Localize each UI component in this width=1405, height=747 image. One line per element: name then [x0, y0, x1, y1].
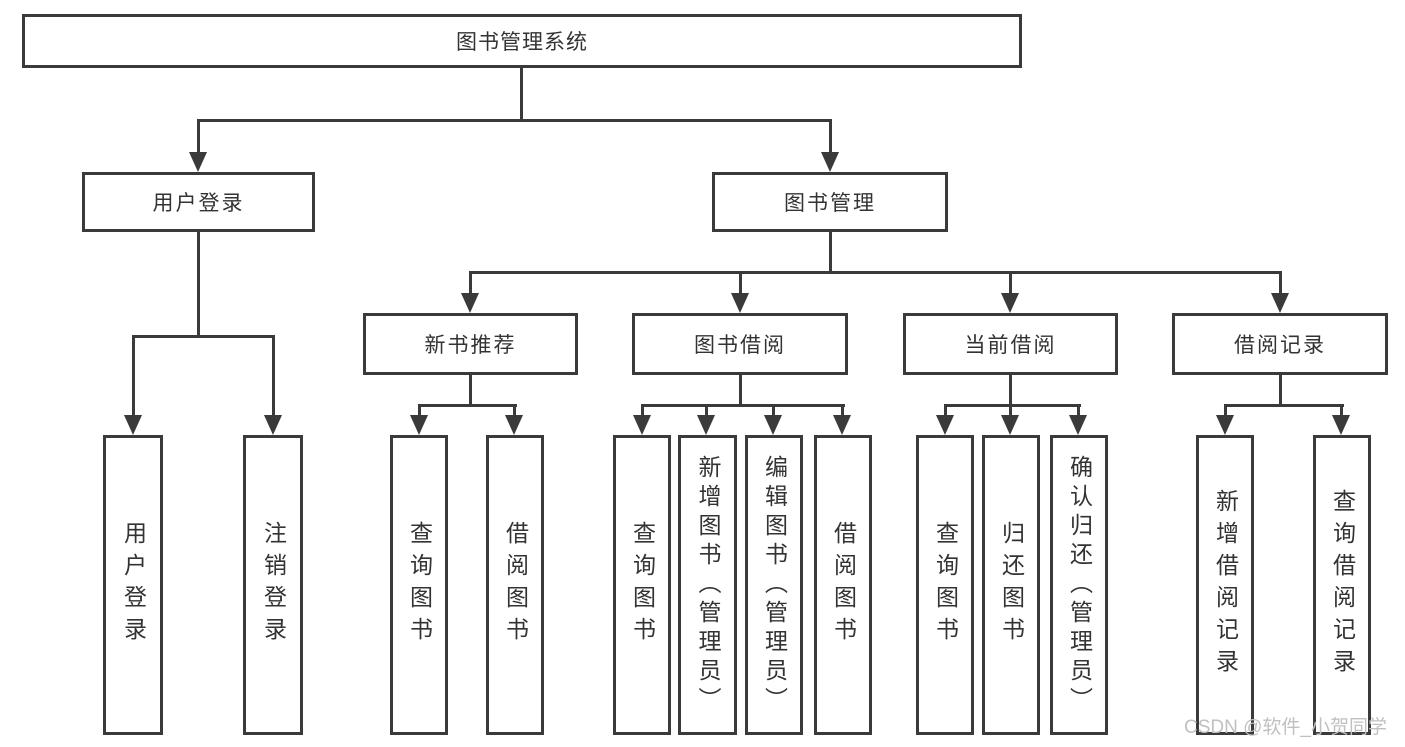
node-book-management: 图书管理	[712, 172, 948, 232]
arrow-down-icon	[936, 415, 954, 435]
leaf-query-books-recommend: 查询图书	[390, 435, 448, 735]
arrow-down-icon	[1001, 415, 1019, 435]
connector-line	[705, 404, 708, 417]
connector-line	[641, 404, 845, 407]
node-label: 编辑图书（管理员）	[761, 454, 788, 716]
connector-line	[841, 404, 844, 417]
node-new-book-recommendation: 新书推荐	[363, 313, 578, 375]
connector-line	[944, 404, 947, 417]
arrow-down-icon	[1216, 415, 1234, 435]
arrow-down-icon	[505, 415, 523, 435]
connector-line	[469, 375, 472, 406]
node-label: 用户登录	[152, 192, 245, 215]
connector-line	[772, 404, 775, 417]
arrow-down-icon	[410, 415, 428, 435]
leaf-query-books-borrowing: 查询图书	[613, 435, 671, 735]
node-label: 查询图书	[629, 521, 656, 649]
arrow-down-icon	[1271, 293, 1289, 313]
arrow-down-icon	[1069, 415, 1087, 435]
node-label: 新增图书（管理员）	[695, 454, 721, 716]
node-book-borrowing: 图书借阅	[632, 313, 848, 375]
node-label: 查询借阅记录	[1329, 489, 1356, 681]
connector-line	[272, 335, 275, 417]
leaf-borrow-books-borrowing: 借阅图书	[814, 435, 872, 735]
connector-line	[739, 271, 742, 295]
leaf-confirm-return-admin: 确认归还（管理员）	[1050, 435, 1108, 735]
node-label: 借阅记录	[1234, 334, 1326, 357]
node-label: 借阅图书	[502, 521, 529, 649]
connector-line	[1340, 404, 1343, 417]
connector-line	[1224, 404, 1227, 417]
connector-line	[132, 335, 275, 338]
connector-line	[469, 271, 472, 295]
node-user-login: 用户登录	[82, 172, 315, 232]
arrow-down-icon	[189, 152, 207, 172]
connector-line	[1009, 375, 1012, 406]
leaf-add-books-admin: 新增图书（管理员）	[678, 435, 737, 735]
leaf-logout: 注销登录	[243, 435, 303, 735]
leaf-add-borrow-record: 新增借阅记录	[1196, 435, 1254, 735]
arrow-down-icon	[1001, 293, 1019, 313]
connector-line	[641, 404, 644, 417]
leaf-return-books: 归还图书	[982, 435, 1040, 735]
node-label: 图书借阅	[694, 334, 786, 357]
node-label: 图书管理系统	[456, 31, 588, 54]
arrow-down-icon	[821, 152, 839, 172]
node-current-borrowing: 当前借阅	[903, 313, 1118, 375]
connector-line	[520, 68, 523, 120]
connector-line	[197, 232, 200, 336]
leaf-query-books-current: 查询图书	[916, 435, 974, 735]
csdn-watermark: CSDN @软件_小贺同学	[1184, 717, 1387, 738]
node-label: 用户登录	[120, 521, 147, 649]
connector-line	[1279, 271, 1282, 295]
node-label: 查询图书	[932, 521, 959, 649]
leaf-query-borrow-record: 查询借阅记录	[1313, 435, 1371, 735]
node-label: 查询图书	[406, 521, 433, 649]
connector-line	[418, 404, 421, 417]
node-label: 当前借阅	[964, 334, 1057, 357]
node-label: 图书管理	[784, 192, 876, 215]
connector-line	[1009, 271, 1012, 295]
connector-line	[1077, 404, 1080, 417]
connector-line	[829, 119, 832, 155]
connector-line	[829, 232, 832, 273]
node-label: 归还图书	[998, 521, 1025, 649]
arrow-down-icon	[1332, 415, 1350, 435]
connector-line	[1279, 375, 1282, 406]
node-label: 确认归还（管理员）	[1066, 454, 1093, 716]
connector-line	[132, 335, 135, 417]
arrow-down-icon	[461, 293, 479, 313]
leaf-edit-books-admin: 编辑图书（管理员）	[745, 435, 803, 735]
connector-line	[1009, 404, 1012, 417]
connector-line	[739, 375, 742, 406]
node-label: 新增借阅记录	[1212, 489, 1239, 681]
connector-line	[1224, 404, 1344, 407]
node-label: 注销登录	[260, 521, 287, 649]
arrow-down-icon	[264, 415, 282, 435]
node-label: 新书推荐	[424, 334, 517, 357]
node-label: 借阅图书	[830, 521, 857, 649]
leaf-borrow-books-recommend: 借阅图书	[486, 435, 544, 735]
connector-line	[197, 119, 832, 122]
arrow-down-icon	[833, 415, 851, 435]
leaf-user-login: 用户登录	[103, 435, 163, 735]
connector-line	[197, 119, 200, 155]
arrow-down-icon	[697, 415, 715, 435]
arrow-down-icon	[124, 415, 142, 435]
node-borrowing-records: 借阅记录	[1172, 313, 1388, 375]
arrow-down-icon	[633, 415, 651, 435]
node-system-title: 图书管理系统	[22, 14, 1022, 68]
connector-line	[944, 404, 1081, 407]
connector-line	[418, 404, 517, 407]
arrow-down-icon	[731, 293, 749, 313]
connector-line	[469, 271, 1282, 274]
connector-line	[513, 404, 516, 417]
arrow-down-icon	[764, 415, 782, 435]
